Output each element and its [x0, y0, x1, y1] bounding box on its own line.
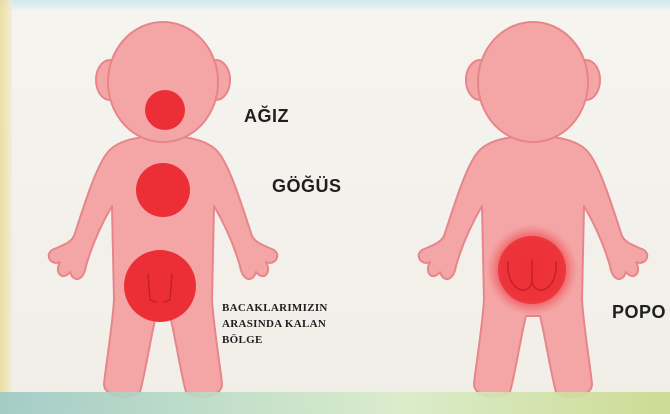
- bottom-border: [0, 392, 670, 414]
- private-area-label-line-3: BÖLGE: [222, 332, 382, 348]
- mouth-label: AĞIZ: [244, 106, 289, 127]
- back-figure: [419, 22, 648, 397]
- chest-label: GÖĞÜS: [272, 176, 342, 197]
- mouth-highlight: [145, 90, 185, 130]
- private-area-highlight: [124, 250, 196, 322]
- private-area-label-line-2: ARASINDA KALAN: [222, 316, 382, 332]
- chest-highlight: [136, 163, 190, 217]
- private-area-label-line-1: BACAKLARIMIZIN: [222, 300, 382, 316]
- private-area-label: BACAKLARIMIZIN ARASINDA KALAN BÖLGE: [222, 300, 382, 348]
- bottom-label: POPO: [612, 302, 666, 323]
